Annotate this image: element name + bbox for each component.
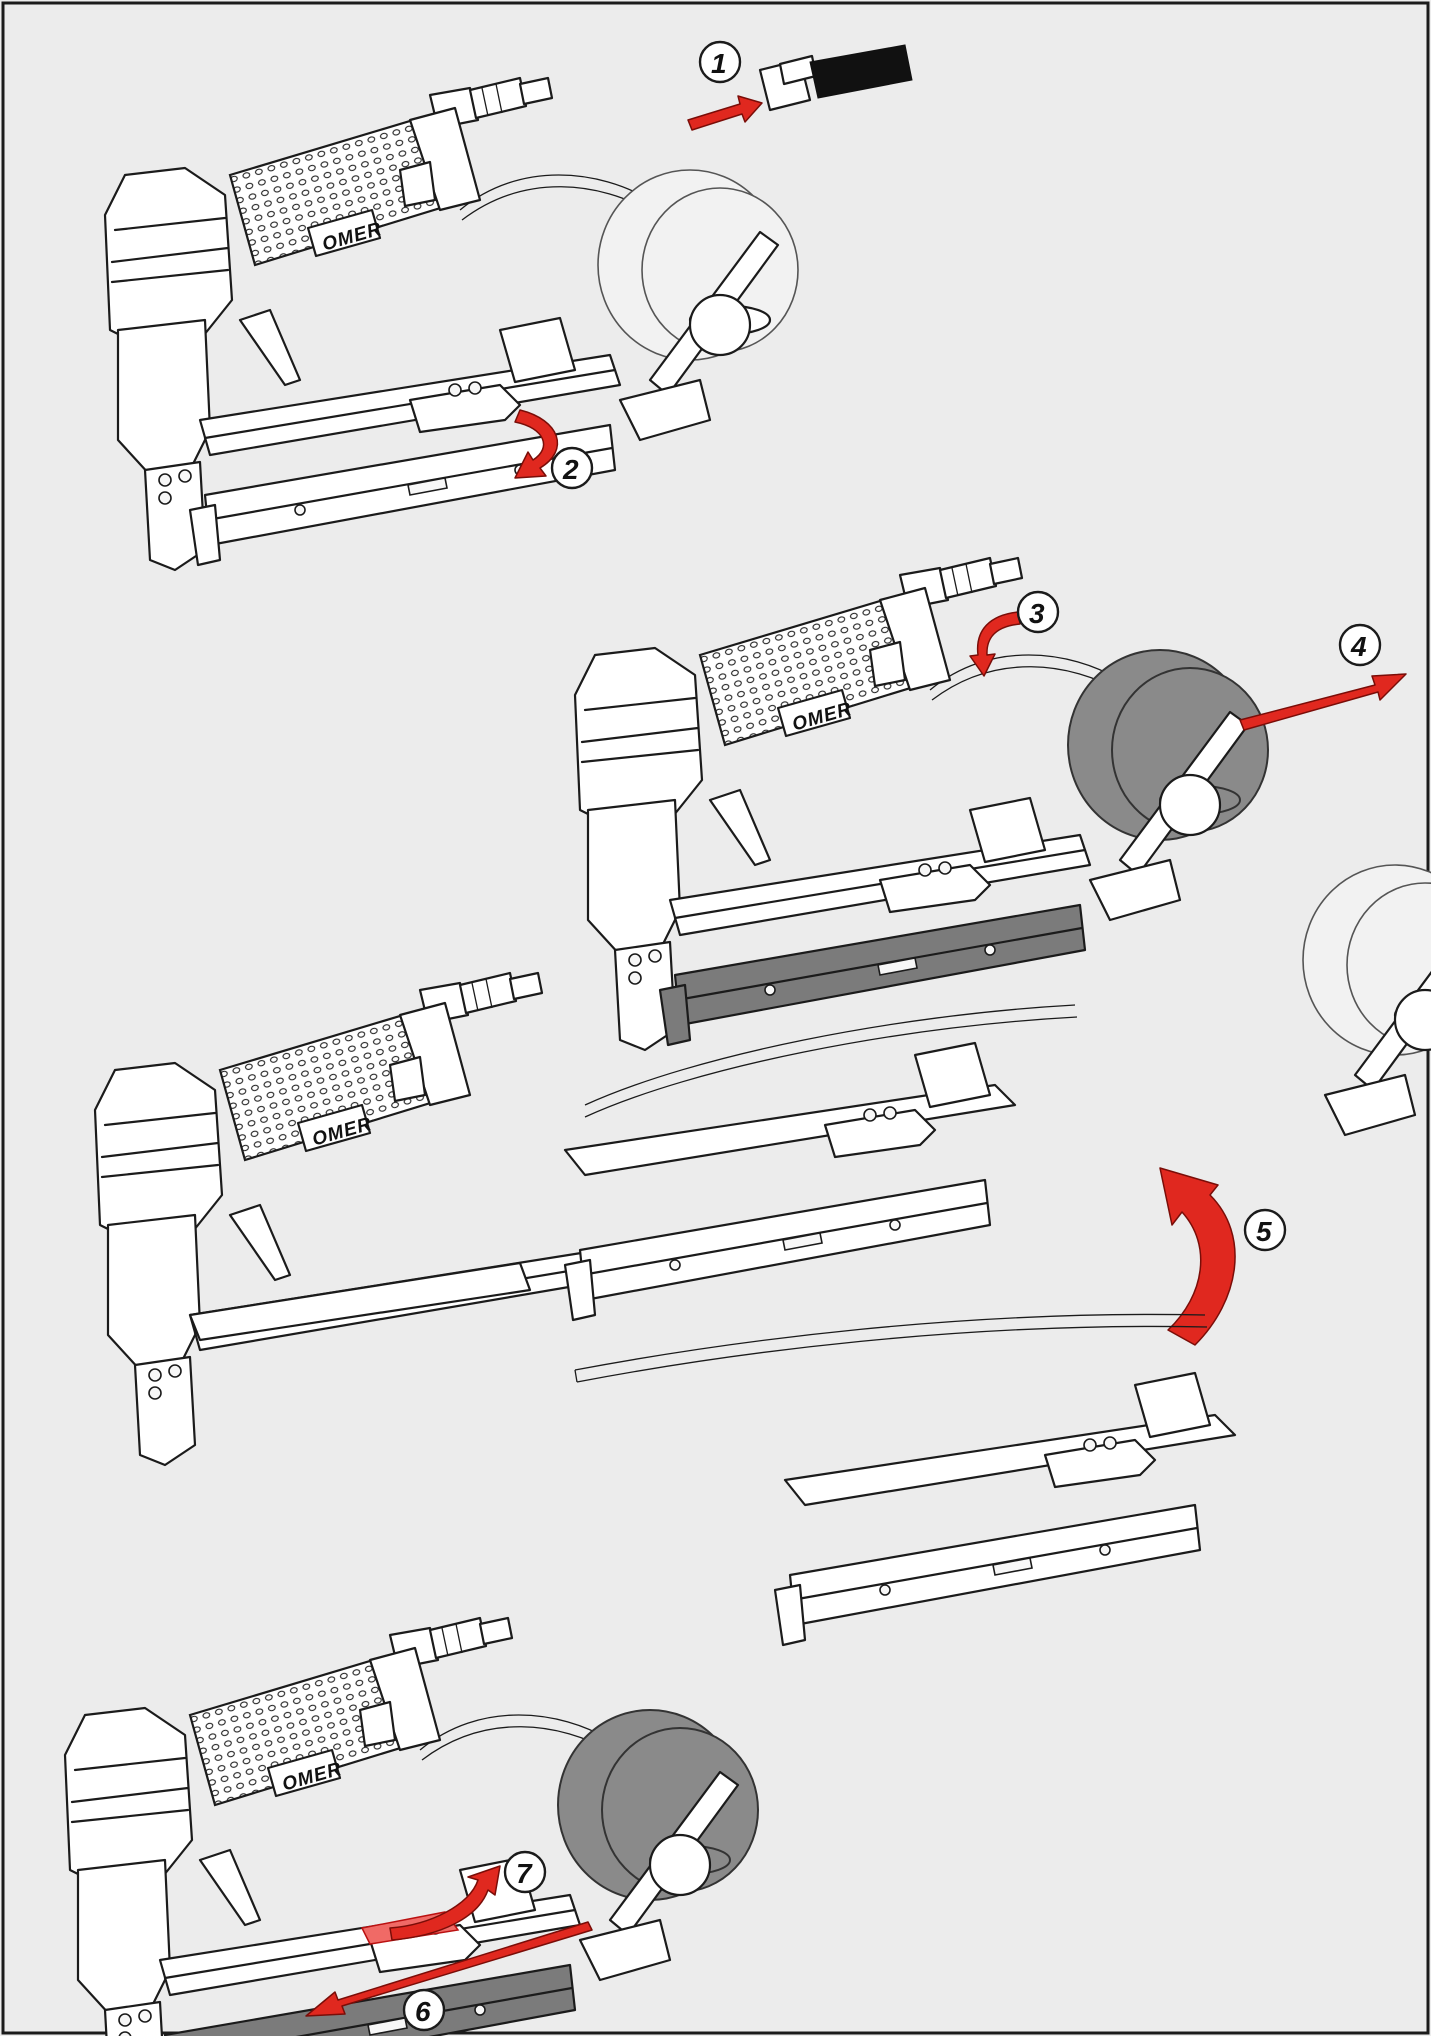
figure-tool-1: OMER — [103, 44, 913, 572]
step-7-arrow — [389, 1865, 501, 1941]
air-hose — [809, 44, 913, 99]
step-7-label: 7 — [516, 1858, 533, 1889]
step-6-arrow — [305, 1921, 593, 2017]
step-7-marker: 7 — [503, 1850, 547, 1894]
step-4-arrow — [1239, 673, 1407, 731]
step-3-marker: 3 — [1016, 590, 1060, 634]
step-1-arrow — [687, 95, 763, 131]
step-3-arrow — [969, 611, 1021, 677]
step-2-label: 2 — [562, 454, 579, 485]
step-3-label: 3 — [1029, 598, 1045, 629]
figure-tool-3: OMER — [63, 1616, 760, 2036]
figure-tool-2: OMER — [573, 556, 1270, 1052]
step-1-marker: 1 — [698, 40, 742, 84]
step-5-marker: 5 — [1243, 1208, 1287, 1252]
step-4-label: 4 — [1350, 631, 1367, 662]
figure-magazine-detached — [574, 1313, 1237, 1647]
step-5-arrow — [1159, 1167, 1236, 1346]
figure-magazine-installed — [563, 863, 1431, 1322]
step-2-marker: 2 — [550, 446, 594, 490]
step-4-marker: 4 — [1338, 623, 1382, 667]
step-6-marker: 6 — [402, 1988, 446, 2032]
step-5-label: 5 — [1256, 1216, 1272, 1247]
step-1-label: 1 — [711, 48, 727, 79]
figure-tool-body: OMER — [93, 971, 612, 1467]
step-6-label: 6 — [415, 1996, 431, 2027]
step-2-arrow — [514, 409, 559, 479]
